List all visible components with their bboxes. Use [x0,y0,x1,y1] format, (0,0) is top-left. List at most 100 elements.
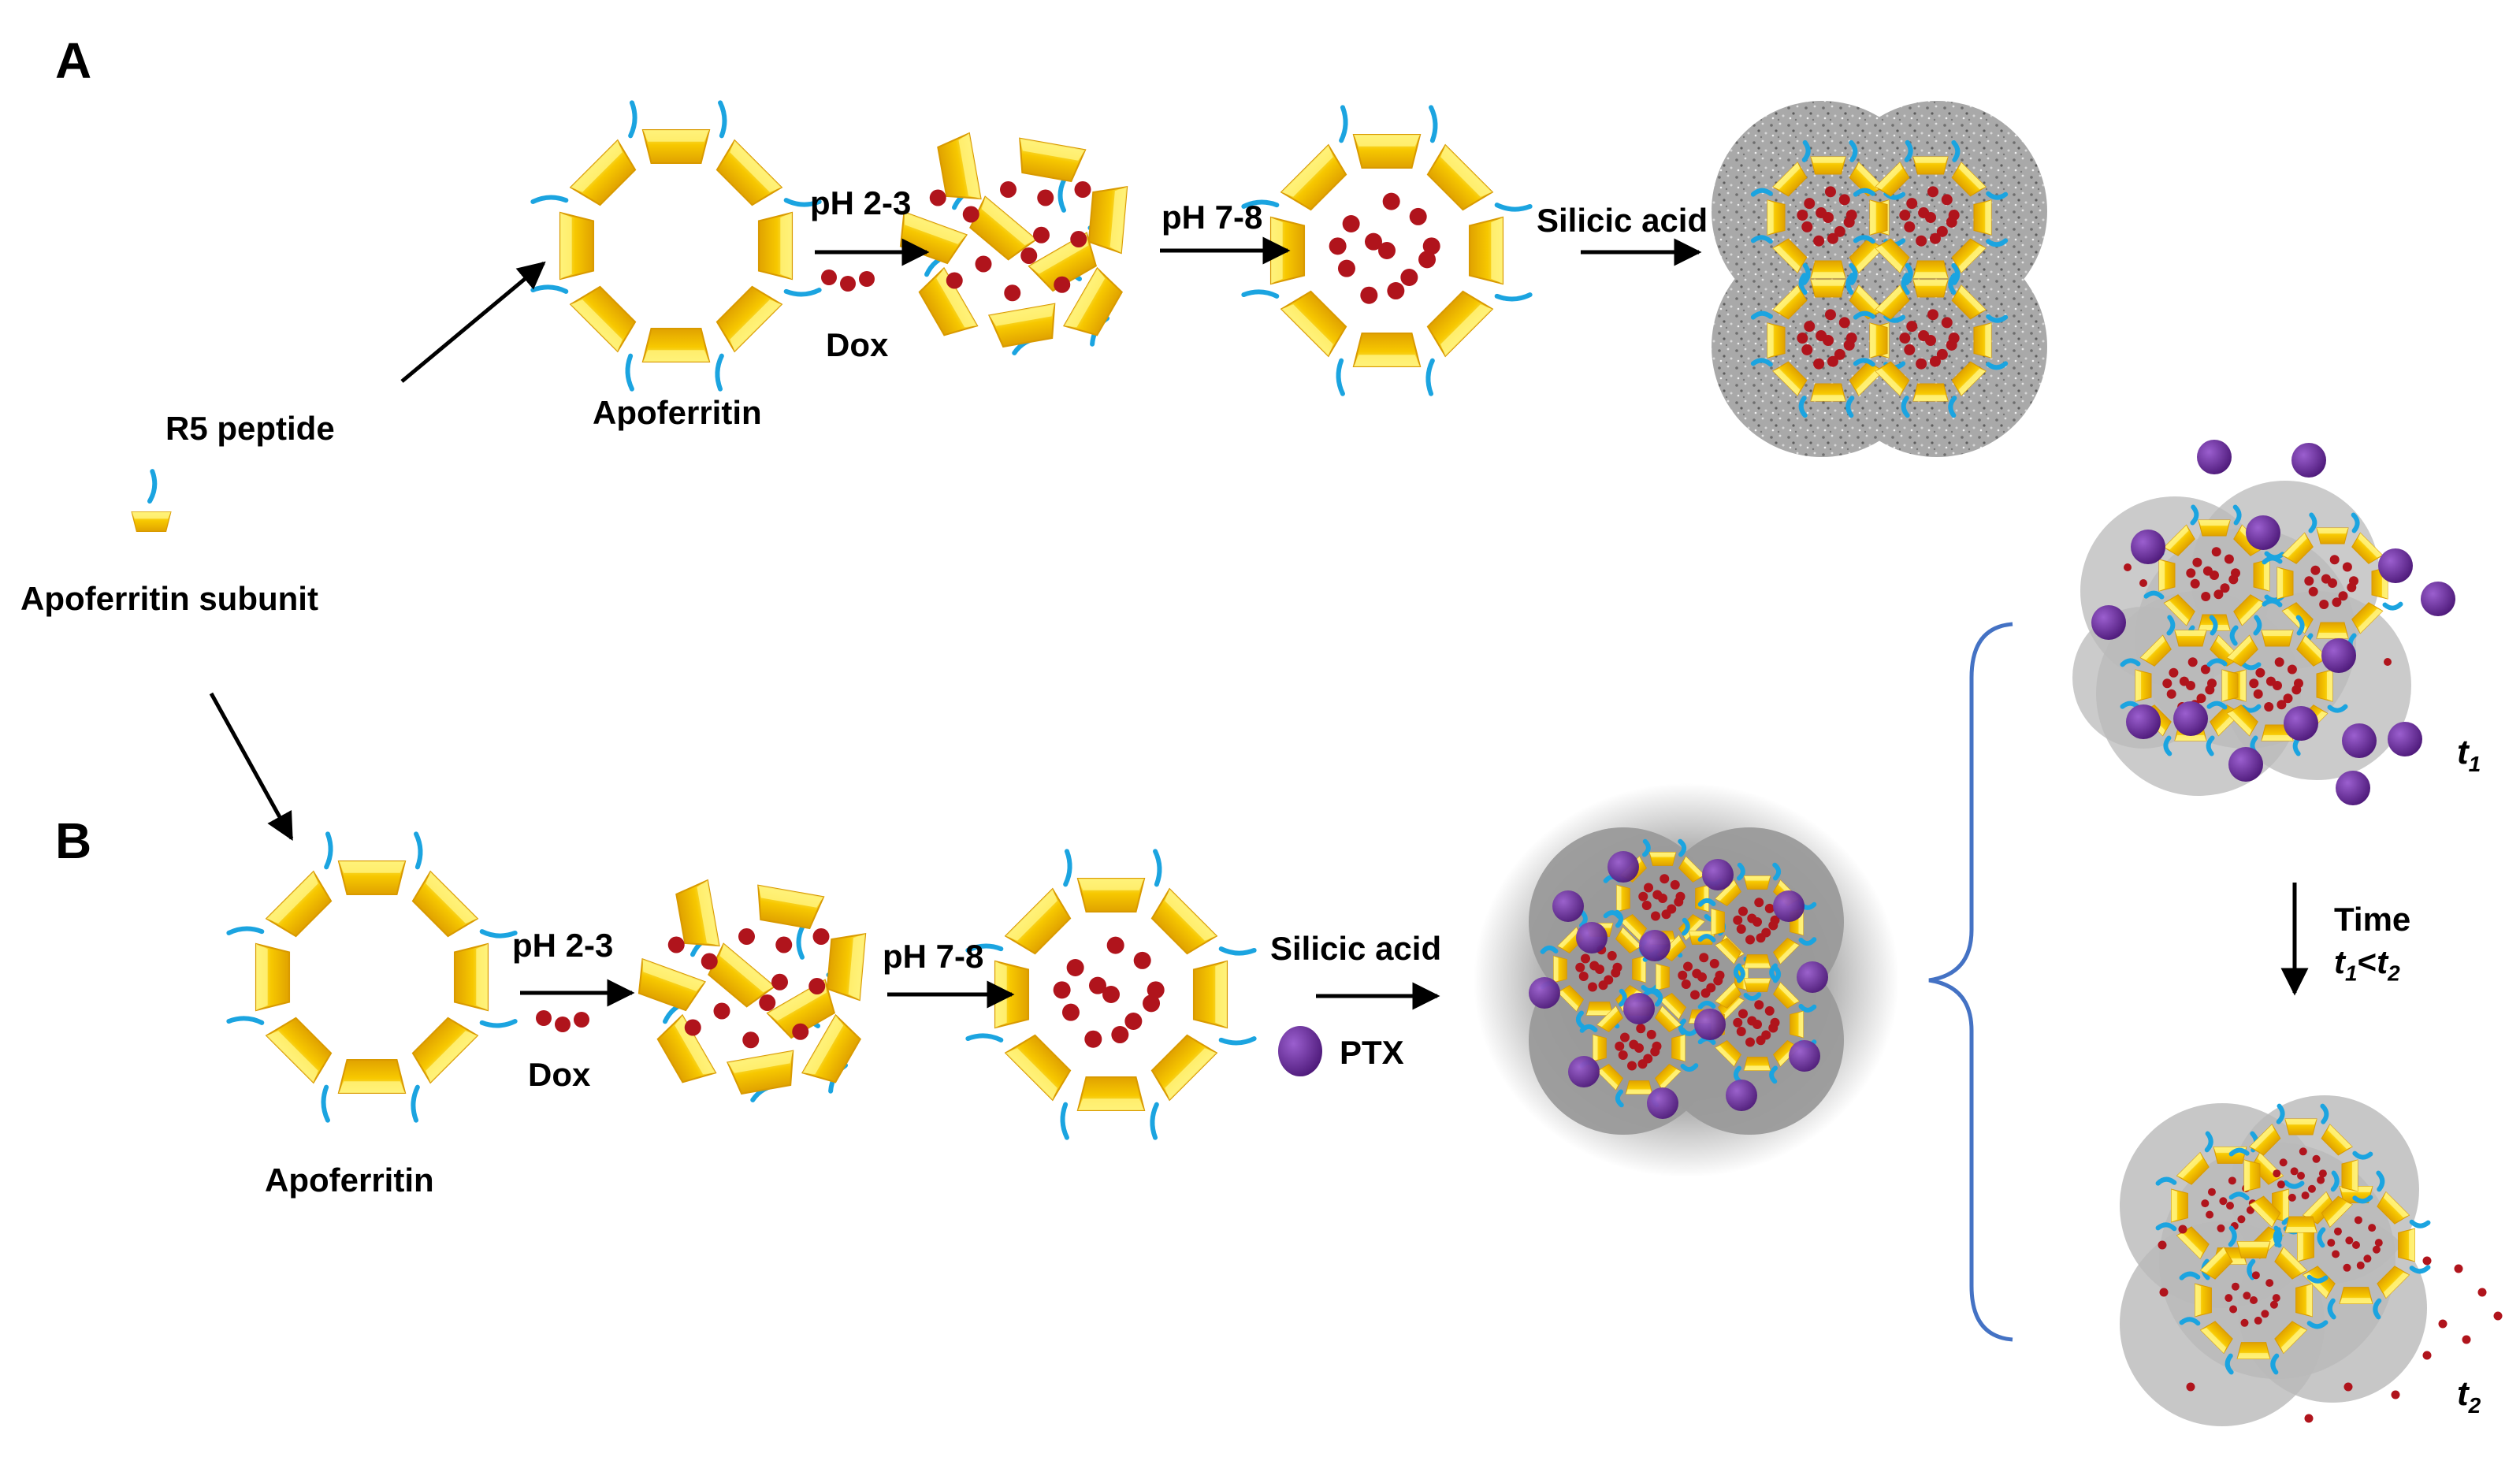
apoferritin-subunit [1811,280,1845,297]
ptx-molecule [2246,515,2280,550]
subunit-highlight [1913,272,1948,278]
subunit-highlight [2175,630,2206,636]
dox-molecule [1089,977,1106,994]
time-rel-t2-sub: 2 [2388,961,2400,985]
r5-peptide-strand [482,931,515,935]
dox-molecule [1816,207,1827,218]
apoferritin-subunit [1014,139,1085,183]
ptx-molecule [1797,961,1828,993]
subunit-highlight [1681,1035,1686,1061]
dox-molecule [1706,983,1715,993]
dox-molecule [1084,1031,1102,1048]
dox-molecule [1054,981,1071,998]
dox-molecule [1834,226,1845,237]
dox-molecule [2327,1239,2335,1247]
subunit-highlight [2198,520,2230,526]
subunit-highlight [2262,735,2293,741]
dox-molecule [1761,928,1771,938]
dox-molecule [742,1031,759,1048]
dox-molecule [2349,576,2358,585]
apoferritin-subunit [455,944,488,1010]
apoferritin-subunit [1974,200,1991,235]
apoferritin-subunit [1712,909,1725,935]
dox-molecule [1942,194,1953,205]
dox-molecule [1916,359,1927,370]
dox-molecule [1692,969,1701,979]
ptx-molecule [2173,701,2208,736]
ptx-molecule [1623,993,1655,1024]
r5-peptide-strand [416,834,420,867]
dox-molecule [2231,568,2240,578]
dox-molecule [2309,587,2318,597]
ptx-molecule [1702,859,1734,890]
subunit-highlight [1913,395,1948,401]
ptx-molecule [1552,890,1584,922]
apoferritin-subunit [712,281,782,351]
apoferritin-subunit [1744,955,1771,968]
dox-molecule [1579,972,1589,981]
dox-molecule [1906,198,1917,209]
apoferritin-subunit [727,1051,798,1095]
r5-peptide-strand [968,1035,1001,1039]
apoferritin-subunit [1281,145,1351,215]
subunit-highlight [2352,1160,2358,1191]
dox-molecule [2275,657,2284,667]
subunit-highlight [2244,1160,2250,1191]
dox-molecule [1075,181,1091,198]
dox-molecule [685,1020,701,1036]
panel-label-b: B [55,812,91,870]
dox-molecule [2192,558,2202,567]
ptx-molecule [1789,1040,1820,1072]
apoferritin-subunit [560,213,593,279]
apoferritin-subunit [1470,217,1503,284]
apoferritin-subunit [1281,286,1351,356]
apoferritin-subunit [571,281,641,351]
dox-molecule [2345,1236,2353,1244]
dox-molecule [2373,1246,2381,1254]
dox-molecule [668,937,685,953]
dox-molecule [1737,924,1746,934]
ptx-molecule [2336,771,2370,805]
silica-lobe [1761,161,1998,397]
r5-peptide-strand [533,287,566,291]
dox-molecule [1683,962,1693,972]
r5-peptide-strand [2412,1222,2429,1226]
dox-molecule [1636,1024,1645,1033]
dox-molecule [1738,907,1748,916]
dox-molecule [1589,961,1599,971]
dox-molecule [1383,193,1400,210]
dox-molecule [1037,190,1054,206]
dox-molecule [2229,1306,2237,1314]
dox-molecule [2494,1312,2503,1321]
dox-molecule [759,994,775,1011]
dox-molecule [1638,892,1648,901]
apoferritin-subunit [2262,630,2293,646]
panel-label-a: A [55,32,91,90]
dox-label-b: Dox [528,1056,590,1094]
dox-molecule-group [536,1010,589,1032]
subunit-highlight [339,861,405,873]
apoferritin-subunit [2159,559,2175,591]
dox-molecule [2313,1155,2321,1163]
r5-peptide-strand [1152,1105,1156,1138]
dox-molecule [2344,1383,2353,1392]
dox-molecule [2308,1185,2316,1193]
dox-molecule [2423,1351,2432,1360]
apoferritin-subunit [339,861,405,894]
dox-molecule [2321,574,2331,584]
dox-molecule [1765,1006,1775,1016]
apoferritin-subunit [1913,157,1948,174]
apoferritin-subunit [1422,145,1492,215]
subunit-highlight [1744,1066,1771,1071]
dox-molecule [1949,210,1960,221]
r5-peptide-strand [1155,851,1159,884]
subunit-highlight [1554,956,1559,983]
apoferritin-subunit [1811,157,1845,174]
dox-molecule [738,928,755,945]
r5-peptide-strand [720,102,724,136]
dox-molecule [2265,1279,2273,1287]
dox-molecule [2169,668,2178,678]
dox-molecule [2343,1264,2351,1272]
dox-molecule [1387,282,1404,299]
dox-molecule [2304,576,2314,585]
